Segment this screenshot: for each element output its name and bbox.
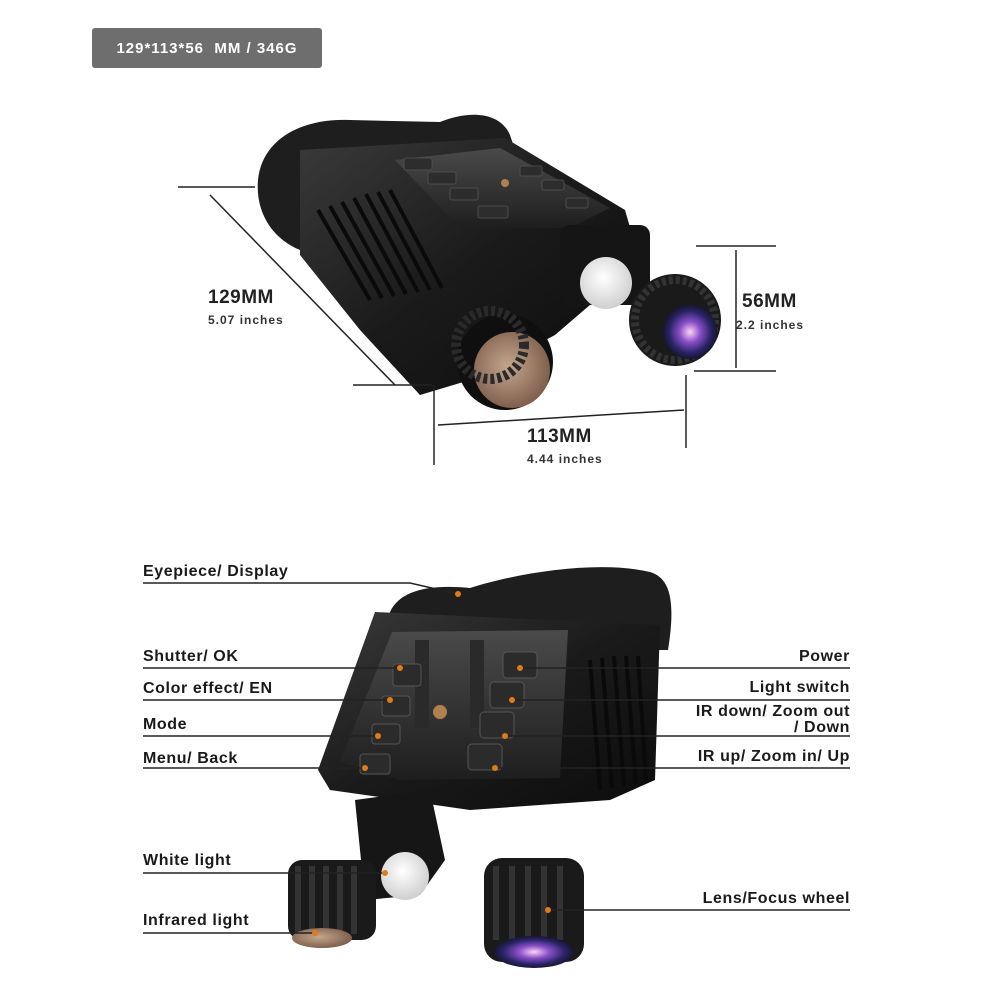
dim-width-inches: 4.44 inches: [527, 452, 603, 466]
callout-lens: Lens/Focus wheel: [702, 890, 850, 907]
callout-color-effect: Color effect/ EN: [143, 680, 273, 697]
dim-length-inches: 5.07 inches: [208, 313, 284, 327]
callout-ir-down-line1: IR down/ Zoom out: [695, 703, 850, 720]
callout-ir-down-line2: / Down: [793, 719, 850, 736]
callout-lines: [143, 582, 850, 934]
dim-length-mm: 129MM: [208, 287, 274, 308]
dim-height-inches: 2.2 inches: [736, 318, 805, 332]
top-device: [257, 114, 721, 410]
callout-mode: Mode: [143, 716, 188, 733]
dim-width-mm: 113MM: [527, 426, 592, 447]
callout-power: Power: [798, 648, 850, 665]
spec-badge: 129*113*56 MM / 346G: [92, 28, 322, 68]
bottom-device: [288, 567, 672, 968]
dimension-lines: [178, 186, 776, 465]
callout-light-switch: Light switch: [749, 679, 850, 696]
callout-shutter: Shutter/ OK: [143, 648, 239, 665]
callout-menu: Menu/ Back: [143, 750, 238, 767]
callout-white-light: White light: [143, 852, 232, 869]
dim-height-mm: 56MM: [742, 291, 797, 312]
callout-infrared-light: Infrared light: [143, 912, 250, 929]
callout-dots: [312, 591, 551, 936]
callout-ir-up: IR up/ Zoom in/ Up: [697, 748, 850, 765]
callout-eyepiece: Eyepiece/ Display: [143, 563, 289, 580]
